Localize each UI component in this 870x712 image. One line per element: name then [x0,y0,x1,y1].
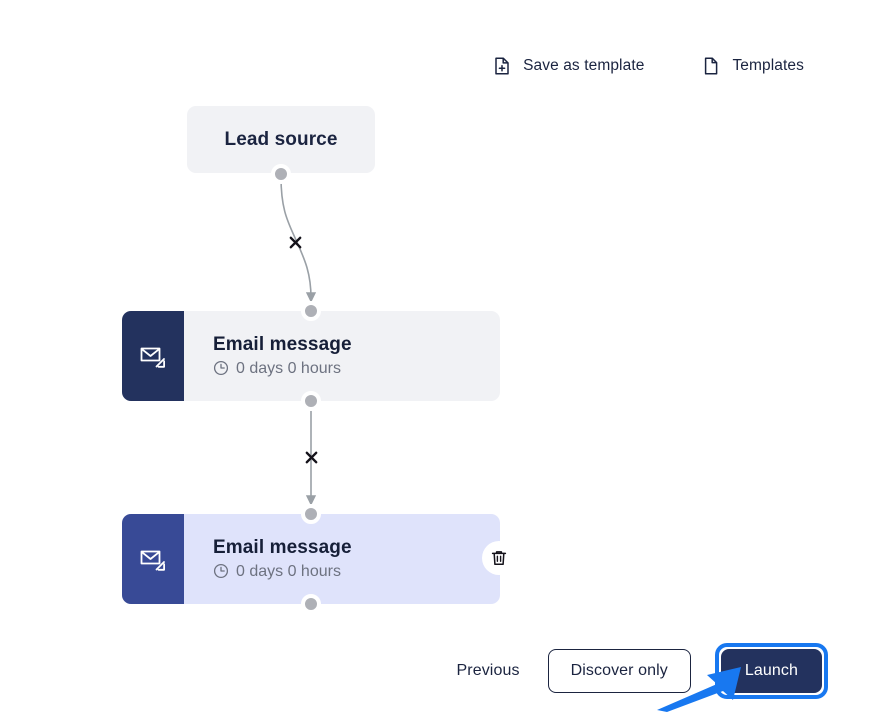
node-body: Email message 0 days 0 hours [184,311,500,401]
wizard-footer: Previous Discover only Launch [0,643,870,699]
node-title: Email message [213,536,352,558]
node-email-message-2[interactable]: Email message 0 days 0 hours [122,514,500,604]
email-send-icon [140,347,165,368]
node-icon-panel [122,311,184,401]
handle-email-1-input[interactable] [301,301,321,321]
launch-button-focus-ring: Launch [714,643,828,699]
file-plus-icon [492,56,512,76]
templates-button[interactable]: Templates [701,54,804,78]
handle-email-2-output[interactable] [301,594,321,614]
node-delay-label: 0 days 0 hours [236,359,341,377]
handle-lead-source-output[interactable] [271,164,291,184]
node-lead-source[interactable]: Lead source [187,106,375,173]
handle-email-2-input[interactable] [301,504,321,524]
node-icon-panel [122,514,184,604]
discover-only-button[interactable]: Discover only [547,649,691,693]
edge-remove-button-2[interactable] [301,447,321,467]
node-lead-source-label: Lead source [224,128,338,150]
node-title: Email message [213,333,352,355]
close-x-icon [305,451,317,463]
node-email-message-1[interactable]: Email message 0 days 0 hours [122,311,500,401]
clock-icon [213,361,229,376]
canvas-toolbar: Save as template Templates [0,54,870,78]
node-delay: 0 days 0 hours [213,360,500,378]
file-icon [701,56,721,76]
email-send-icon [140,550,165,571]
node-delay: 0 days 0 hours [213,563,500,581]
save-as-template-label: Save as template [523,57,645,74]
launch-button[interactable]: Launch [720,649,822,693]
handle-email-1-output[interactable] [301,391,321,411]
save-as-template-button[interactable]: Save as template [492,54,644,78]
node-body: Email message 0 days 0 hours [184,514,500,604]
previous-button[interactable]: Previous [453,656,524,686]
node-delay-label: 0 days 0 hours [236,562,341,580]
templates-label: Templates [732,57,804,74]
edge-remove-button-1[interactable] [285,232,305,252]
trash-icon [491,551,507,566]
clock-icon [213,564,229,579]
close-x-icon [289,236,301,248]
delete-node-button[interactable] [482,541,516,575]
